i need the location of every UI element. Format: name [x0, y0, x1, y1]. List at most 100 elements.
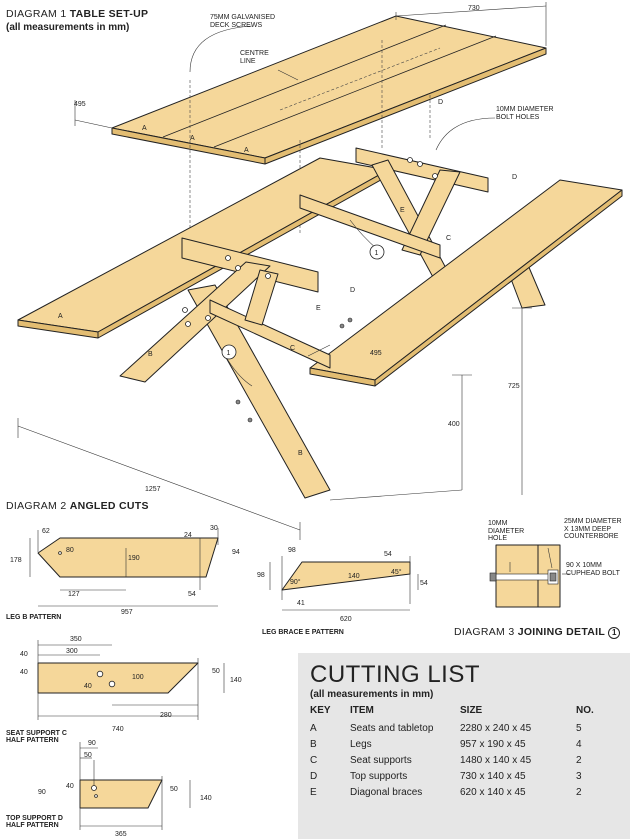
seat-right [309, 179, 623, 387]
leg-brace-pattern-label: LEG BRACE E PATTERN [262, 629, 344, 636]
part-label-e: E [316, 305, 321, 312]
cell-item: Diagonal braces [350, 786, 423, 798]
dim-400: 400 [448, 421, 460, 428]
tabletop [111, 15, 547, 165]
cutting-list-panel: CUTTING LIST (all measurements in mm) KE… [298, 653, 630, 839]
counterbore-callout: 25MM DIAMETER X 13MM DEEP COUNTERBORE [564, 518, 622, 541]
dim-94: 94 [232, 549, 240, 556]
dim-140: 140 [348, 573, 360, 580]
dim-40: 40 [20, 669, 28, 676]
part-label-a: A [58, 313, 63, 320]
part-labels: A A A A B B C C D D D E E 1 1 [58, 99, 517, 457]
cell-key: A [310, 722, 317, 734]
top-support-d-pattern [79, 742, 191, 830]
dim-730: 730 [468, 5, 480, 12]
table-row: A Seats and tabletop 2280 x 240 x 45 5 [310, 720, 616, 736]
dim-40: 40 [66, 783, 74, 790]
angled-cut-dimensions: 62 24 30 178 80 190 94 127 54 957 98 54 … [10, 525, 428, 838]
dim-54: 54 [384, 551, 392, 558]
cell-item: Legs [350, 738, 372, 750]
dim-54: 54 [420, 580, 428, 587]
part-label-d: D [350, 287, 355, 294]
dim-140: 140 [200, 795, 212, 802]
dim-54: 54 [188, 591, 196, 598]
part-label-d: D [512, 174, 517, 181]
cell-key: E [310, 786, 317, 798]
dim-40: 40 [20, 651, 28, 658]
cell-size: 620 x 140 x 45 [460, 786, 526, 798]
dim-365: 365 [115, 831, 127, 838]
part-label-b: B [148, 351, 153, 358]
cell-size: 1480 x 140 x 45 [460, 754, 532, 766]
dim-495: 495 [370, 350, 382, 357]
cell-key: B [310, 738, 317, 750]
part-label-d: D [438, 99, 443, 106]
cell-count: 3 [576, 770, 582, 782]
dim-50: 50 [170, 786, 178, 793]
part-label-a: A [244, 147, 249, 154]
table-header-row: KEY ITEM SIZE NO. [310, 703, 616, 720]
top-support-pattern-label: TOP SUPPORT D HALF PATTERN [6, 815, 63, 829]
cell-count: 2 [576, 786, 582, 798]
diagram3-title: DIAGRAM 3 JOINING DETAIL 1 [454, 626, 621, 639]
diagram3-circle-number: 1 [608, 627, 621, 639]
dim-98: 98 [288, 547, 296, 554]
joining-detail-drawing [489, 544, 570, 608]
dim-80: 80 [66, 547, 74, 554]
dim-30: 30 [210, 525, 218, 532]
leg-brace-e-pattern [269, 556, 419, 611]
part-label-a: A [142, 125, 147, 132]
leg-b-pattern [29, 528, 219, 607]
dim-140: 140 [230, 677, 242, 684]
dim-725: 725 [508, 383, 520, 390]
dim-620: 620 [340, 616, 352, 623]
dim-100: 100 [132, 674, 144, 681]
cell-item: Top supports [350, 770, 408, 782]
dim-50: 50 [212, 668, 220, 675]
dim-98: 98 [257, 572, 265, 579]
cutting-list-subtitle: (all measurements in mm) [310, 689, 434, 700]
part-label-e: E [400, 207, 405, 214]
table-setup-drawing [17, 2, 623, 540]
part-label-a: A [190, 135, 195, 142]
dim-62: 62 [42, 528, 50, 535]
bolt-callout: 90 X 10MM CUPHEAD BOLT [566, 562, 620, 577]
diagram1-title: DIAGRAM 1 TABLE SET-UP [6, 8, 149, 20]
cutting-list-table: KEY ITEM SIZE NO. A Seats and tabletop 2… [310, 703, 616, 800]
cell-size: 730 x 140 x 45 [460, 770, 526, 782]
column-header: ITEM [350, 704, 374, 716]
centre-line-callout: CENTRE LINE [240, 50, 269, 65]
dim-178: 178 [10, 557, 22, 564]
table-row: C Seat supports 1480 x 140 x 45 2 [310, 752, 616, 768]
leg-b-pattern-label: LEG B PATTERN [6, 614, 62, 621]
dim-41: 41 [297, 600, 305, 607]
cell-item: Seat supports [350, 754, 412, 766]
part-label-b: B [298, 450, 303, 457]
column-header: SIZE [460, 704, 483, 716]
seat-support-pattern-label: SEAT SUPPORT C HALF PATTERN [6, 730, 67, 744]
cell-key: C [310, 754, 318, 766]
dim-740: 740 [112, 726, 124, 733]
cell-item: Seats and tabletop [350, 722, 434, 734]
dim-300: 300 [66, 648, 78, 655]
column-header: NO. [576, 704, 594, 716]
cell-key: D [310, 770, 318, 782]
bolt-holes-callout: 10MM DIAMETER BOLT HOLES [496, 106, 554, 121]
dim-45-degrees: 45° [391, 568, 402, 576]
part-label-c: C [446, 235, 451, 242]
table-dimensions: 730 495 495 725 400 1257 [74, 5, 520, 493]
cell-count: 4 [576, 738, 582, 750]
joint-callout-number: 1 [227, 350, 231, 357]
joint-callout-number: 1 [375, 250, 379, 257]
front-frame [119, 237, 353, 499]
cell-size: 2280 x 240 x 45 [460, 722, 532, 734]
hole-callout: 10MM DIAMETER HOLE [488, 520, 525, 543]
dim-90: 90 [38, 789, 46, 796]
dim-127: 127 [68, 591, 80, 598]
dim-280: 280 [160, 712, 172, 719]
part-label-c: C [290, 345, 295, 352]
table-row: E Diagonal braces 620 x 140 x 45 2 [310, 784, 616, 800]
column-header: KEY [310, 704, 331, 716]
cell-count: 5 [576, 722, 582, 734]
